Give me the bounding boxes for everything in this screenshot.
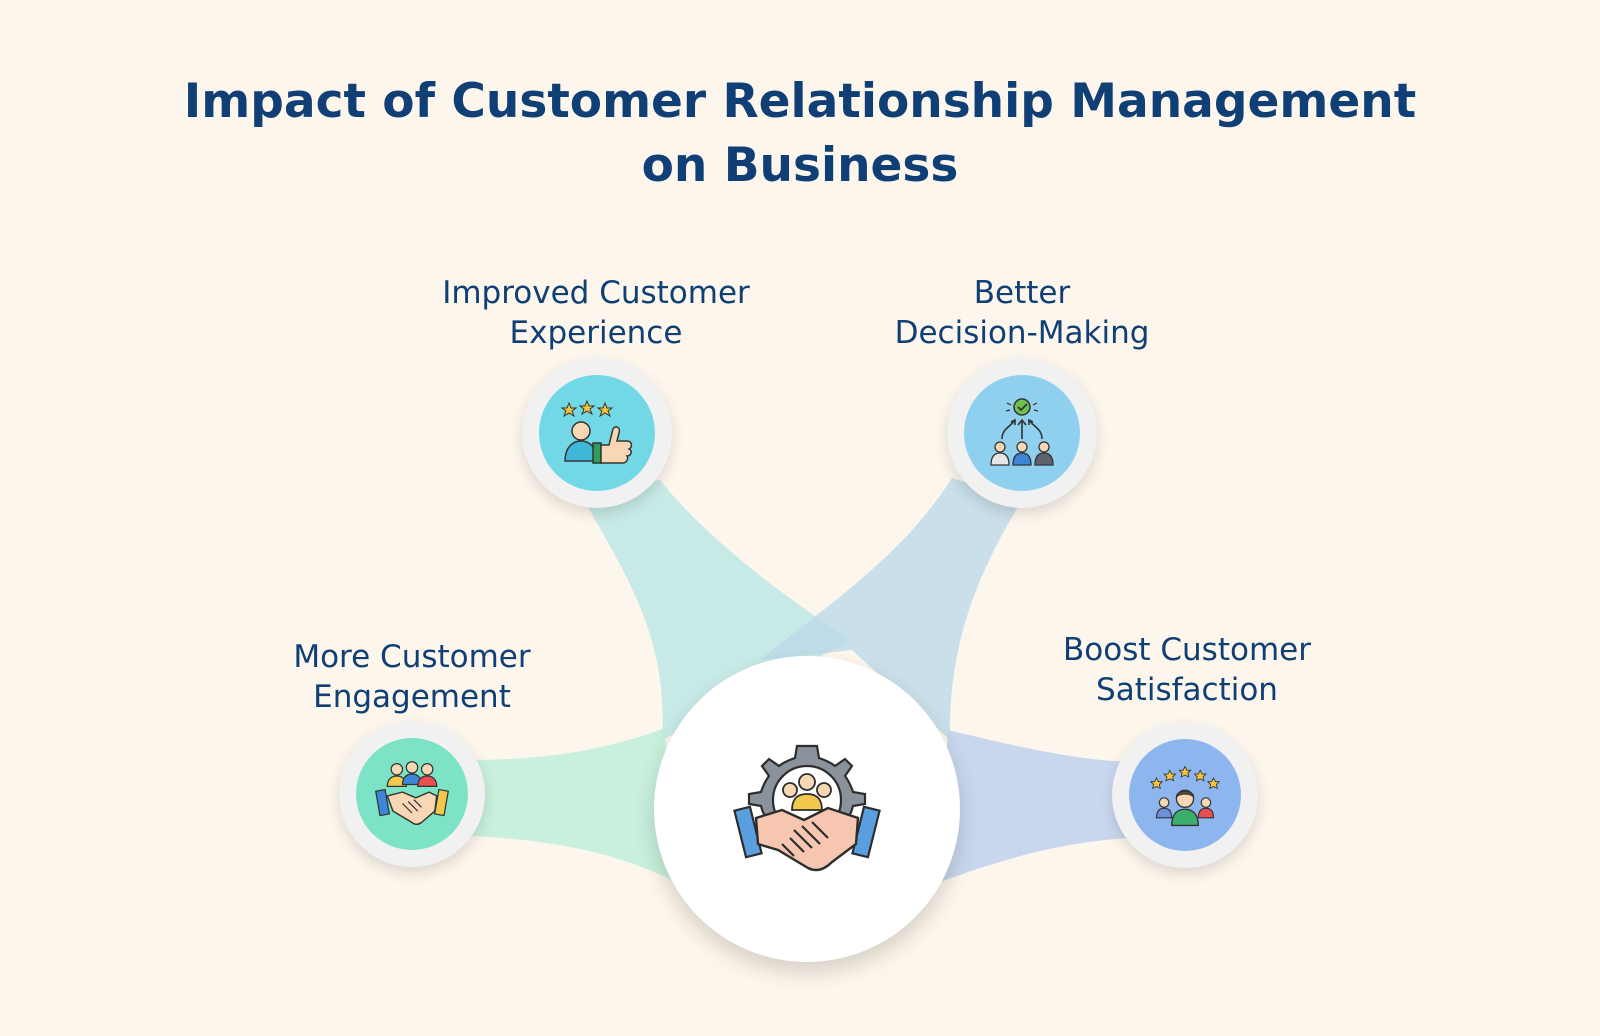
center-hub [654,656,960,962]
group-handshake-icon [375,761,449,825]
handshake-gear-icon [733,744,881,872]
ribbon-decision [760,478,1022,740]
ribbon-engagement [470,728,672,880]
title-line-2: on Business [641,138,959,193]
star-rating-customer-icon [1149,765,1221,827]
node-better-decision-making [947,358,1097,508]
page-title: Impact of Customer Relationship Manageme… [0,70,1600,198]
thumbs-up-rating-icon [560,399,633,464]
node-more-customer-engagement [339,721,485,867]
ribbon-satisfaction [940,730,1130,882]
label-better-decision-making: Better Decision-Making [894,275,1150,351]
node-decision-fill [964,375,1080,491]
label-improved-customer-experience: Improved Customer Experience [442,275,750,351]
team-decision-icon [990,398,1054,466]
title-line-1: Impact of Customer Relationship Manageme… [183,74,1417,129]
node-experience-fill [539,375,655,491]
label-boost-customer-satisfaction: Boost Customer Satisfaction [1063,632,1311,708]
node-boost-customer-satisfaction [1112,722,1258,868]
label-more-customer-engagement: More Customer Engagement [293,639,531,715]
node-engagement-fill [356,738,468,850]
node-satisfaction-fill [1129,739,1241,851]
node-improved-customer-experience [522,358,672,508]
